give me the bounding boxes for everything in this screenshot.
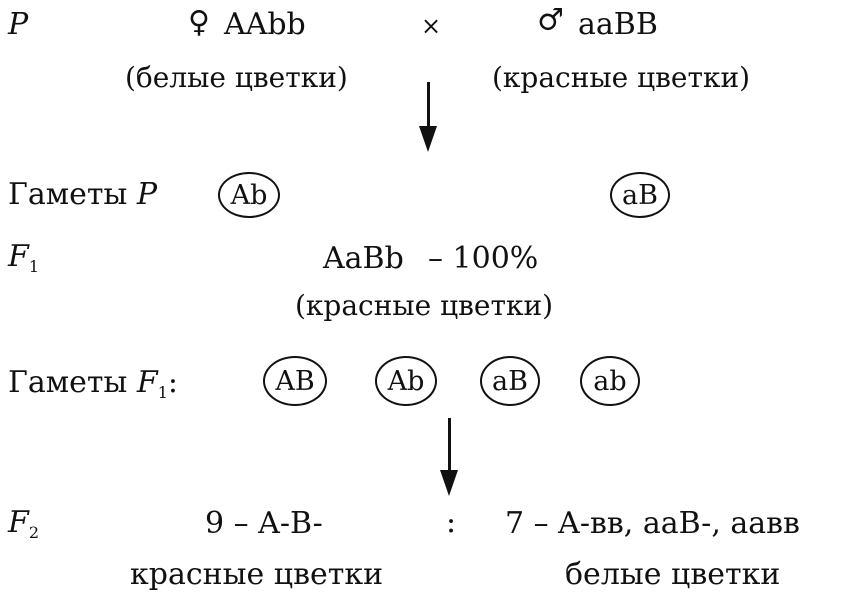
gamete-p-ab: Ab [218, 172, 280, 218]
f2-separator: : [446, 505, 457, 540]
gamete-f1-ab-3-label: aB [492, 365, 528, 397]
f1-percent: – 100% [428, 241, 539, 276]
gametes-p-label-letter: P [136, 177, 158, 212]
f2-right-ratio: 7 – A-вв, aaB-, aaвв [505, 506, 800, 541]
f1-phenotype: (красные цветки) [295, 289, 554, 322]
cross-sign: × [421, 12, 442, 40]
gamete-f1-ab-2-label: Ab [387, 365, 425, 397]
f2-right-phenotype: белые цветки [565, 557, 781, 592]
gamete-f1-ab-2: Ab [375, 356, 437, 406]
female-phenotype: (белые цветки) [125, 61, 348, 94]
gametes-f1-label-colon: : [167, 365, 178, 400]
gametes-p-label-text: Гаметы [8, 177, 137, 212]
gametes-f1-label: Гаметы F1: [8, 368, 178, 401]
male-genotype: aaBB [578, 7, 658, 42]
f2-label: F2 [8, 508, 39, 541]
gametes-f1-label-text: Гаметы [8, 365, 137, 400]
gamete-f1-ab-4: ab [580, 356, 640, 406]
f1-genotype: AaBb [323, 241, 404, 276]
gametes-p-label: Гаметы P [8, 180, 157, 210]
f1-label: F1 [8, 242, 39, 275]
female-genotype: AAbb [224, 7, 306, 42]
gamete-f1-ab-1-label: AB [275, 365, 315, 397]
f2-left-phenotype: красные цветки [130, 557, 384, 592]
gamete-f1-ab-4-label: ab [593, 365, 627, 397]
gamete-p-ab-label: Ab [230, 179, 268, 211]
parents-label: P [8, 7, 29, 42]
f2-left-ratio: 9 – A-B- [205, 506, 323, 541]
gametes-f1-label-sub: 1 [157, 383, 168, 402]
f1-label-sub: 1 [28, 257, 40, 276]
gametes-f1-label-letter: F [136, 365, 158, 400]
f2-label-letter: F [8, 505, 29, 540]
gamete-p-ab-upper: aB [610, 172, 670, 218]
gamete-p-ab-upper-label: aB [622, 179, 658, 211]
female-symbol-icon: ♀ [188, 5, 210, 40]
gamete-f1-ab-3: aB [480, 356, 540, 406]
f2-label-sub: 2 [28, 523, 40, 542]
gamete-f1-ab-1: AB [263, 356, 327, 406]
f1-label-letter: F [8, 239, 29, 274]
male-phenotype: (красные цветки) [492, 61, 751, 94]
male-symbol-icon: ♂ [537, 3, 564, 38]
